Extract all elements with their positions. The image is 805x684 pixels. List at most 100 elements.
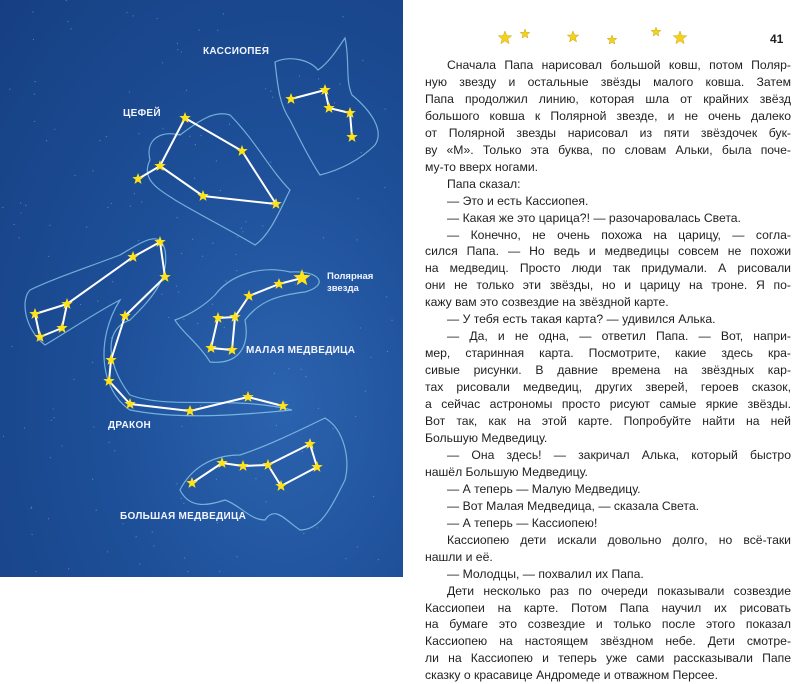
draco-star-icon <box>105 354 117 365</box>
background-star <box>13 223 15 226</box>
background-star <box>67 20 69 23</box>
text-line: Вот так, как на этой карте. Попробуйте н… <box>425 414 791 429</box>
background-star <box>262 225 264 227</box>
ursa-major-star-icon <box>262 459 274 470</box>
background-star <box>359 327 361 329</box>
background-star <box>264 88 267 90</box>
text-line: Сначала Папа нарисовал большой ковш, пот… <box>447 58 791 72</box>
background-star <box>356 239 358 241</box>
background-star <box>270 161 272 163</box>
background-star <box>370 356 372 358</box>
draco-star-icon <box>119 310 131 321</box>
background-star <box>288 368 290 370</box>
background-star <box>156 17 158 20</box>
background-star <box>201 255 203 257</box>
decorative-star-icon <box>606 34 618 45</box>
background-star <box>153 545 155 547</box>
background-star <box>31 533 33 536</box>
draco-line <box>124 276 166 317</box>
background-star <box>200 135 202 137</box>
ursa-minor-star-icon <box>273 278 285 289</box>
background-star <box>54 128 56 130</box>
background-star <box>303 532 305 535</box>
text-page <box>403 0 805 580</box>
draco-line <box>129 403 191 412</box>
background-star <box>183 502 185 504</box>
decorative-star-icon <box>497 30 513 45</box>
cassiopeia-star-icon <box>285 93 297 104</box>
cassiopeia-line <box>290 89 326 100</box>
background-star <box>192 238 194 240</box>
figure-outline <box>179 417 348 531</box>
background-star <box>176 42 179 45</box>
background-star <box>294 283 296 285</box>
background-star <box>32 11 34 13</box>
background-star <box>360 151 362 154</box>
ursa-major-line <box>242 464 269 467</box>
ursa-major-line <box>191 462 223 484</box>
cepheus-line <box>184 117 243 152</box>
background-star <box>32 38 35 41</box>
cepheus-line <box>241 150 277 205</box>
background-star <box>300 368 302 371</box>
background-star <box>275 424 278 426</box>
background-star <box>339 83 341 85</box>
text-line: Большую Медведицу. <box>425 430 548 445</box>
text-line: тах рисовали медведиц, других зверей, ге… <box>425 380 791 395</box>
background-star <box>95 509 97 511</box>
background-star <box>240 227 243 229</box>
decorative-star-icon <box>519 28 531 39</box>
draco-star-icon <box>61 298 73 309</box>
background-star <box>384 108 386 110</box>
text-line: нашли и её. <box>425 549 493 564</box>
background-star <box>74 174 76 177</box>
draco-line <box>66 256 134 305</box>
draco-line <box>132 241 161 258</box>
ursa-minor-star-icon <box>229 311 241 322</box>
ursa-minor-star-icon <box>293 269 311 286</box>
background-star <box>23 427 26 429</box>
background-star <box>97 300 99 302</box>
draco-star-icon <box>34 331 46 342</box>
decorative-star-icon <box>650 26 662 37</box>
background-star <box>222 13 225 15</box>
background-star <box>114 450 116 452</box>
background-star <box>2 435 5 437</box>
ursa-major-line <box>267 443 311 466</box>
draco-star-icon <box>242 391 254 402</box>
background-star <box>219 570 221 572</box>
background-star <box>110 202 112 205</box>
decorative-stars <box>497 26 688 45</box>
background-star <box>264 43 266 45</box>
page-number: 41 <box>770 32 784 46</box>
background-star <box>180 51 183 53</box>
background-star <box>183 318 185 320</box>
ursa-major-star-icon <box>237 460 249 471</box>
background-star <box>225 280 227 282</box>
background-star <box>273 372 276 374</box>
draco-star-icon <box>124 398 136 409</box>
background-star <box>386 296 388 298</box>
background-star <box>25 204 27 206</box>
draco-star-icon <box>103 375 115 386</box>
background-star <box>70 28 72 30</box>
text-line: Кассиопеи на карте. Потом Папа научил их… <box>425 600 791 615</box>
background-star <box>180 497 182 500</box>
label-ursa-minor: МАЛАЯ МЕДВЕДИЦА <box>246 345 356 356</box>
background-star <box>356 546 359 548</box>
draco-line <box>189 396 249 412</box>
background-star <box>34 120 36 123</box>
background-star <box>223 326 225 328</box>
draco-star-icon <box>29 308 41 319</box>
cassiopeia-star-icon <box>344 107 356 118</box>
background-star <box>345 558 347 560</box>
text-line: — Какая же это царица?! — разочаровалась… <box>447 210 741 225</box>
cepheus-line <box>159 165 204 197</box>
text-line: — Вот Малая Медведица, — сказала Света. <box>447 498 700 513</box>
text-line: сился Папа. — Но ведь и медведицы совсем… <box>425 244 791 259</box>
background-star <box>162 128 164 130</box>
cepheus-star-icon <box>197 190 209 201</box>
background-star <box>61 445 63 447</box>
cepheus-line <box>202 195 277 205</box>
background-star <box>372 495 375 498</box>
